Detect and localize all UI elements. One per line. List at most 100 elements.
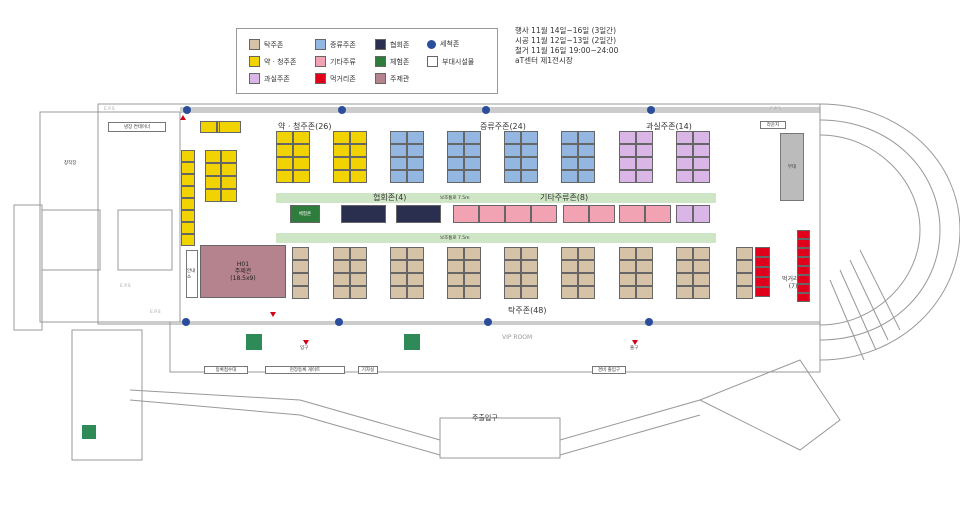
booth[interactable] [561, 247, 578, 260]
booth[interactable] [561, 286, 578, 299]
booth[interactable] [578, 286, 595, 299]
booth[interactable] [447, 144, 464, 157]
booth[interactable] [407, 286, 424, 299]
booth[interactable] [221, 176, 237, 189]
booth[interactable] [181, 210, 195, 222]
booth[interactable] [736, 247, 753, 260]
booth[interactable] [619, 131, 636, 144]
booth[interactable] [521, 144, 538, 157]
booth[interactable] [447, 260, 464, 273]
booth[interactable] [797, 284, 810, 293]
booth[interactable] [636, 260, 653, 273]
booth[interactable] [619, 205, 645, 223]
booth[interactable] [504, 260, 521, 273]
booth[interactable] [755, 257, 770, 267]
booth[interactable] [407, 170, 424, 183]
booth[interactable] [521, 170, 538, 183]
booth[interactable] [636, 131, 653, 144]
booth[interactable] [755, 247, 770, 257]
booth[interactable] [505, 205, 531, 223]
booth[interactable] [292, 286, 309, 299]
booth[interactable] [797, 230, 810, 239]
booth[interactable] [619, 170, 636, 183]
booth[interactable] [619, 260, 636, 273]
booth[interactable] [390, 170, 407, 183]
booth[interactable] [390, 157, 407, 170]
booth[interactable] [676, 157, 693, 170]
booth[interactable] [504, 157, 521, 170]
booth[interactable] [181, 198, 195, 210]
booth[interactable] [333, 131, 350, 144]
booth[interactable] [578, 157, 595, 170]
booth[interactable] [464, 131, 481, 144]
booth[interactable] [221, 150, 237, 163]
booth[interactable] [447, 247, 464, 260]
booth[interactable] [636, 286, 653, 299]
booth[interactable] [561, 157, 578, 170]
booth[interactable] [350, 260, 367, 273]
booth[interactable] [350, 131, 367, 144]
booth[interactable] [797, 257, 810, 266]
booth[interactable] [293, 157, 310, 170]
booth[interactable] [619, 273, 636, 286]
booth[interactable] [350, 170, 367, 183]
booth[interactable] [797, 275, 810, 284]
booth[interactable] [333, 286, 350, 299]
booth[interactable] [693, 273, 710, 286]
booth[interactable] [578, 247, 595, 260]
booth[interactable] [333, 170, 350, 183]
booth[interactable] [636, 144, 653, 157]
booth[interactable] [205, 150, 221, 163]
booth[interactable] [407, 157, 424, 170]
booth[interactable] [390, 247, 407, 260]
booth[interactable] [589, 205, 615, 223]
booth[interactable] [390, 144, 407, 157]
booth[interactable] [619, 286, 636, 299]
booth[interactable] [181, 222, 195, 234]
booth[interactable] [531, 205, 557, 223]
booth[interactable] [390, 273, 407, 286]
booth[interactable] [619, 144, 636, 157]
booth[interactable] [407, 273, 424, 286]
booth[interactable] [504, 273, 521, 286]
booth[interactable] [293, 131, 310, 144]
booth[interactable] [676, 247, 693, 260]
booth[interactable] [676, 144, 693, 157]
booth[interactable] [693, 131, 710, 144]
booth[interactable] [181, 162, 195, 174]
booth[interactable] [464, 170, 481, 183]
booth[interactable] [292, 260, 309, 273]
booth[interactable] [578, 131, 595, 144]
booth[interactable] [350, 286, 367, 299]
booth[interactable] [521, 273, 538, 286]
booth[interactable] [636, 157, 653, 170]
booth[interactable] [676, 286, 693, 299]
booth[interactable] [645, 205, 671, 223]
booth[interactable] [578, 170, 595, 183]
booth[interactable] [390, 131, 407, 144]
booth[interactable] [181, 150, 195, 162]
booth[interactable] [504, 131, 521, 144]
booth[interactable] [755, 267, 770, 277]
booth[interactable] [619, 157, 636, 170]
booth[interactable] [464, 260, 481, 273]
booth[interactable] [693, 247, 710, 260]
booth[interactable] [561, 273, 578, 286]
booth[interactable] [407, 131, 424, 144]
booth[interactable] [350, 247, 367, 260]
booth[interactable] [755, 287, 770, 297]
booth[interactable] [221, 163, 237, 176]
booth[interactable] [447, 286, 464, 299]
booth[interactable] [736, 286, 753, 299]
booth[interactable] [205, 189, 221, 202]
booth[interactable] [619, 247, 636, 260]
booth[interactable] [561, 260, 578, 273]
booth[interactable] [407, 144, 424, 157]
booth[interactable] [693, 144, 710, 157]
booth[interactable] [563, 205, 589, 223]
booth[interactable] [292, 273, 309, 286]
booth[interactable] [578, 273, 595, 286]
booth[interactable] [407, 247, 424, 260]
booth[interactable] [181, 186, 195, 198]
booth[interactable] [341, 205, 386, 223]
